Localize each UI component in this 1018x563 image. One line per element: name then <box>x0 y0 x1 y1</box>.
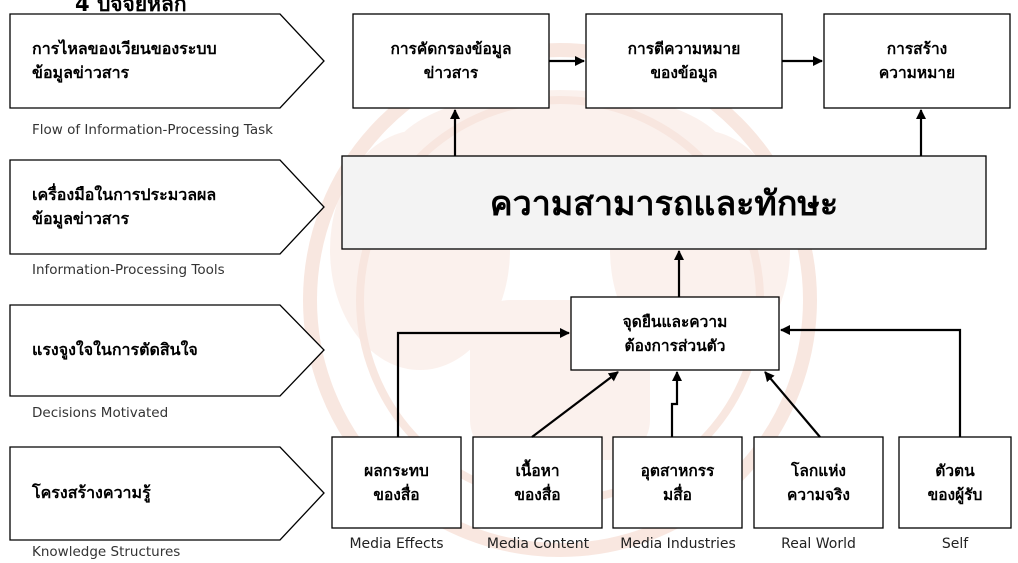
box-task-meaning <box>823 13 1011 109</box>
arrow-self-to-needs <box>780 325 962 437</box>
pentagon-motivation <box>9 304 325 397</box>
box-source-realworld <box>753 436 884 529</box>
source-label-realworld: โลกแห่ง ความจริง <box>787 461 850 504</box>
row-english-knowledge: Knowledge Structures <box>32 544 181 560</box>
arrow-content-to-needs <box>531 371 619 438</box>
box-source-self <box>898 436 1012 529</box>
core-label: ความสามารถและทักษะ <box>489 183 839 224</box>
heading-partial: 4 ปัจจัยหลัก <box>75 0 187 16</box>
box-source-effects <box>331 436 462 529</box>
box-needs <box>570 296 780 371</box>
box-source-content <box>472 436 603 529</box>
arrow-industries-to-needs <box>670 371 682 437</box>
box-task-filtering <box>352 13 550 109</box>
source-label-effects: ผลกระทบ ของสื่อ <box>364 461 429 504</box>
task-label-filtering: การคัดกรองข้อมูล ข่าวสาร <box>390 40 512 82</box>
box-core <box>341 155 987 250</box>
row-english-motivation: Decisions Motivated <box>32 405 169 421</box>
row-label-tools: เครื่องมือในการประมวลผล ข้อมูลข่าวสาร <box>32 185 217 228</box>
row-label-knowledge: โครงสร้างความรู้ <box>32 483 151 502</box>
source-label-self: ตัวตน ของผู้รับ <box>927 461 983 504</box>
source-label-industries: อุตสาหกรร มสื่อ <box>640 461 715 504</box>
arrow-effects-to-needs <box>396 328 570 437</box>
source-english-content: Media Content <box>486 536 590 552</box>
box-source-industries <box>612 436 743 529</box>
source-english-industries: Media Industries <box>620 536 736 552</box>
pentagon-knowledge <box>9 446 325 541</box>
row-label-motivation: แรงจูงใจในการตัดสินใจ <box>32 340 198 359</box>
source-english-effects: Media Effects <box>349 536 444 552</box>
row-english-tools: Information-Processing Tools <box>32 262 225 278</box>
box-task-interpreting <box>585 13 783 109</box>
task-label-interpreting: การตีความหมาย ของข้อมูล <box>627 40 741 82</box>
task-label-meaning: การสร้าง ความหมาย <box>878 40 956 82</box>
row-english-flow: Flow of Information-Processing Task <box>32 122 273 138</box>
source-english-realworld: Real World <box>781 536 856 552</box>
pentagon-tools <box>9 159 325 255</box>
needs-label: จุดยืนและความ ต้องการส่วนตัว <box>622 312 728 355</box>
row-label-flow: การไหลของเวียนของระบบ ข้อมูลข่าวสาร <box>32 39 217 82</box>
source-english-self: Self <box>941 536 969 552</box>
pentagon-flow <box>9 13 325 109</box>
source-label-content: เนื้อหา ของสื่อ <box>514 461 561 504</box>
arrow-realworld-to-needs <box>764 371 821 438</box>
